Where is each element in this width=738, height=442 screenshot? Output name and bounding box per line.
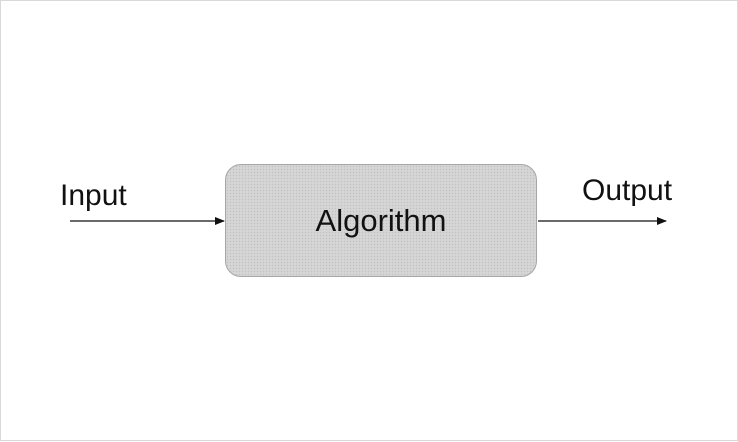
output-label: Output <box>582 174 673 207</box>
input-label: Input <box>60 179 127 212</box>
algorithm-label: Algorithm <box>315 203 447 238</box>
algorithm-box: Algorithm <box>225 164 537 277</box>
